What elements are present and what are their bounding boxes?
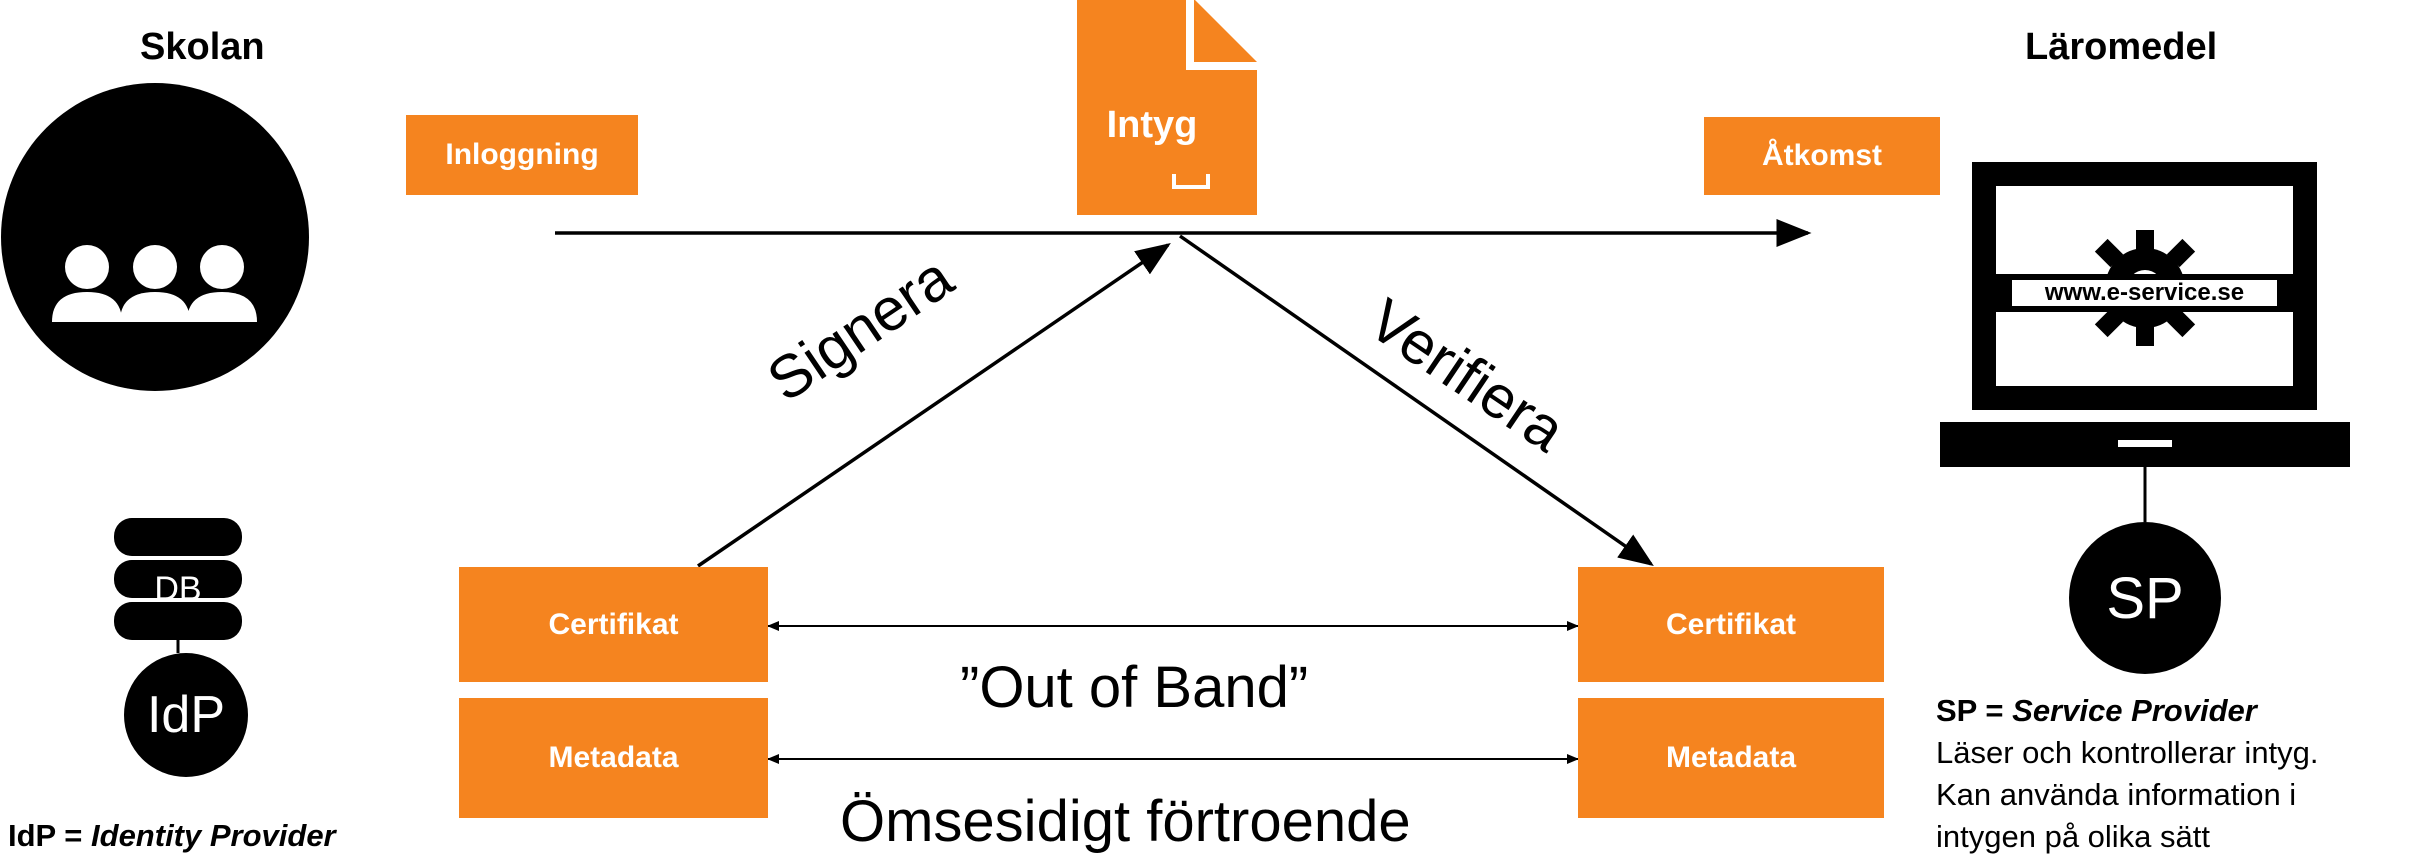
access-box: Åtkomst xyxy=(1704,117,1940,195)
idp-footnote-eq: = xyxy=(55,818,92,853)
idp-footnote: IdP = Identity Provider xyxy=(8,818,336,854)
service-url: www.e-service.se xyxy=(2044,279,2245,306)
left-metadata-box: Metadata xyxy=(459,698,768,818)
sp-note-eq: = xyxy=(1976,693,2013,728)
idp-footnote-full: Identity Provider xyxy=(91,818,336,853)
learning-material-title: Läromedel xyxy=(2025,26,2218,68)
verify-arrow xyxy=(1178,234,1654,567)
token-label: Intyg xyxy=(1106,104,1198,146)
sp-label: SP xyxy=(2106,565,2184,631)
idp-badge: IdP xyxy=(124,653,248,777)
right-metadata-box: Metadata xyxy=(1578,698,1884,818)
idp-footnote-abbr: IdP xyxy=(8,818,56,853)
laptop-icon xyxy=(1940,162,2350,467)
database-icon xyxy=(114,518,242,653)
sp-note-line: intygen på olika sätt xyxy=(1936,819,2211,854)
sp-note-abbr: SP xyxy=(1936,693,1977,728)
left-certificate-box: Certifikat xyxy=(459,567,768,682)
sp-note-line: Läser och kontrollerar intyg. xyxy=(1936,735,2319,770)
sp-badge: SP xyxy=(2069,522,2221,674)
out-of-band-label: ”Out of Band” xyxy=(960,655,1309,720)
sp-note-heading: SP = Service Provider xyxy=(1936,690,2319,732)
users-icon xyxy=(1,83,309,391)
document-icon xyxy=(1077,0,1257,215)
school-title: Skolan xyxy=(140,26,265,68)
login-box: Inloggning xyxy=(406,115,638,195)
sp-note-line: Kan använda information i xyxy=(1936,777,2297,812)
db-label: DB xyxy=(154,570,202,608)
sp-note-full: Service Provider xyxy=(2012,693,2257,728)
idp-label: IdP xyxy=(146,686,226,744)
sign-arrow xyxy=(697,243,1171,568)
mutual-trust-label: Ömsesidigt förtroende xyxy=(840,789,1411,854)
right-certificate-box: Certifikat xyxy=(1578,567,1884,682)
sp-note: SP = Service Provider Läser och kontroll… xyxy=(1936,690,2319,858)
